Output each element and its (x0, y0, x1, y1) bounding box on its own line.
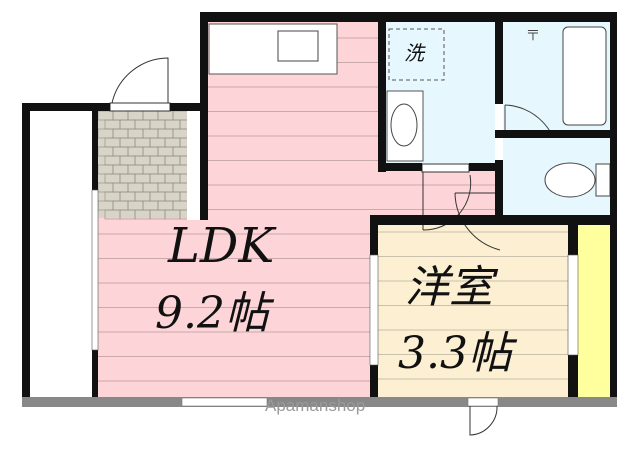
faucet-icon: ╤ (527, 25, 538, 41)
bathtub (562, 26, 607, 126)
toilet-bowl (544, 162, 596, 198)
walls (22, 12, 617, 397)
balcony (30, 110, 92, 397)
western-room-size: 3.3帖 (398, 328, 518, 379)
entrance-tiles (97, 110, 196, 220)
window (91, 189, 99, 351)
washing-machine-space (388, 28, 445, 81)
western-room (378, 225, 568, 397)
closet (578, 225, 610, 397)
toilet-door (454, 192, 501, 251)
wash-basin (390, 103, 418, 147)
closet-door (469, 405, 498, 436)
ldk-size: 9.2帖 (155, 288, 275, 339)
window (369, 254, 379, 366)
western-room-name: 洋室 (405, 262, 499, 313)
entrance-door (111, 57, 169, 104)
window (181, 397, 268, 407)
ldk-room (98, 22, 495, 397)
kitchen-sink (277, 30, 319, 62)
watermark: Apamanshop (265, 396, 365, 415)
ldk-name: LDK (167, 218, 277, 274)
outer-wall (22, 397, 617, 407)
washing-machine-label: 洗 (404, 41, 426, 65)
window (567, 254, 579, 356)
